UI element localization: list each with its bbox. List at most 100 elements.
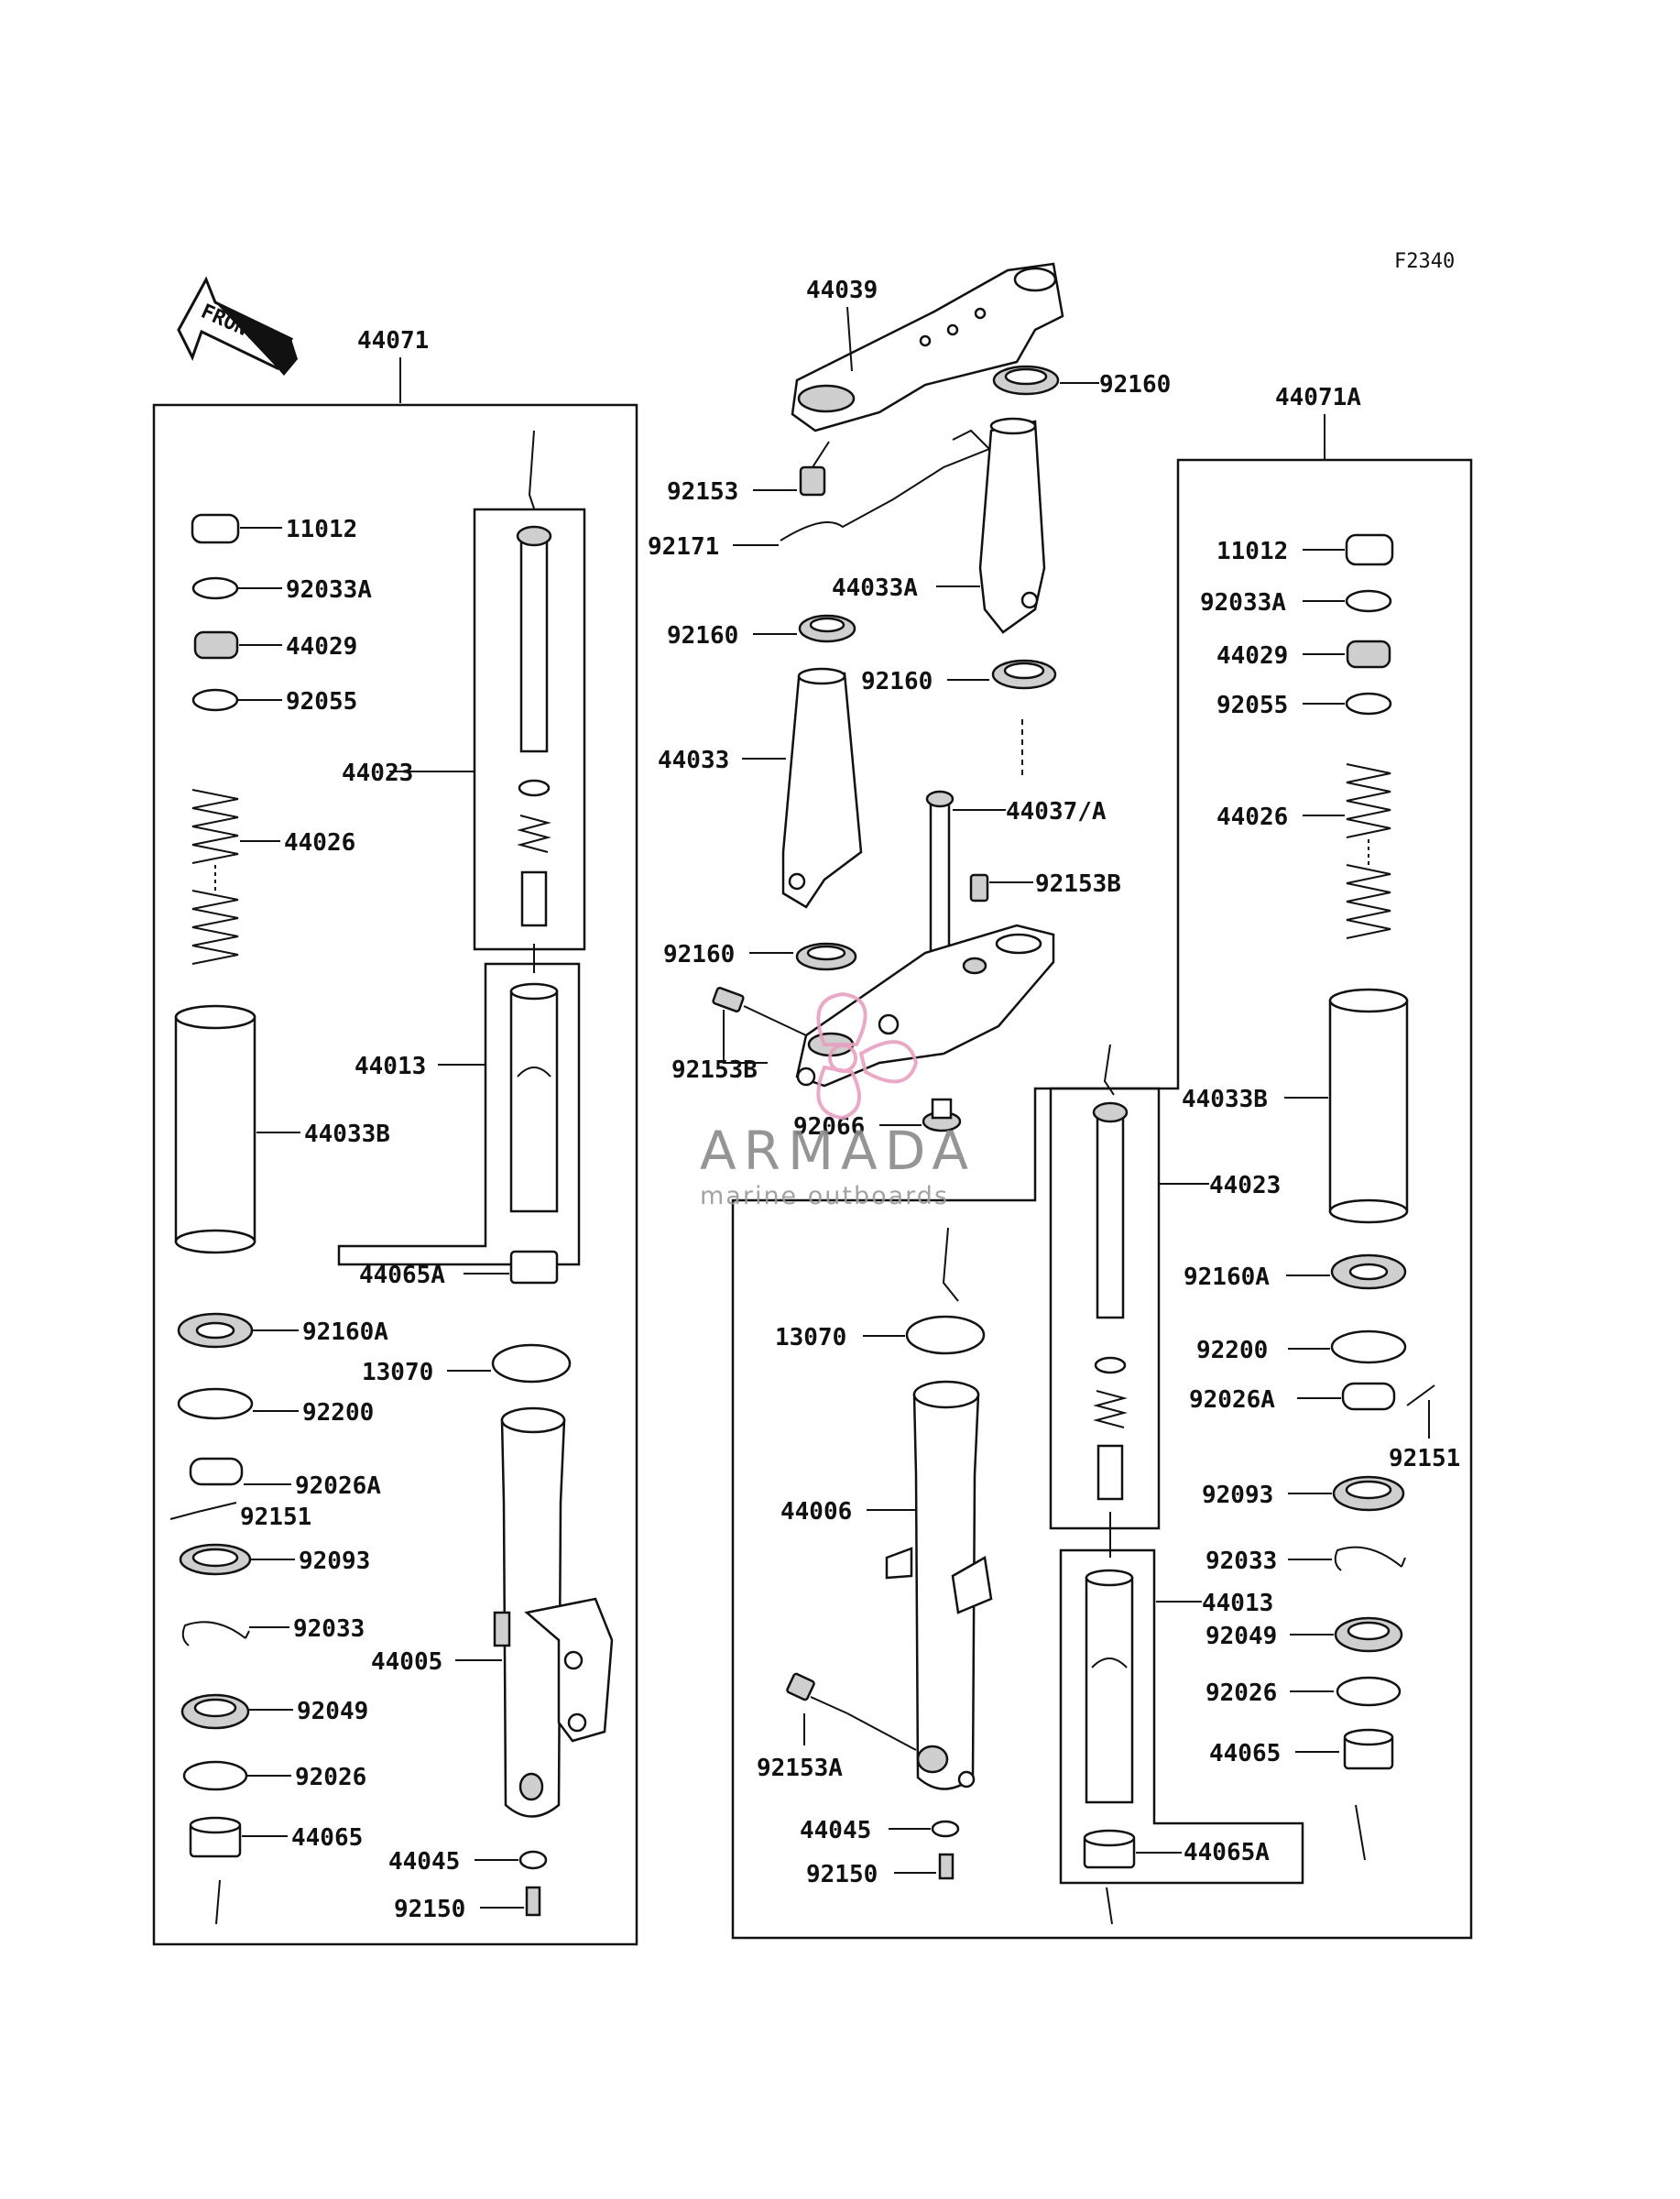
bottom-label-44006: 44006 <box>780 1498 852 1526</box>
washer-icon <box>1330 1329 1407 1364</box>
bolt-icon <box>938 1853 955 1880</box>
bolt-icon <box>712 987 745 1012</box>
bottom-label-92150: 92150 <box>806 1861 878 1888</box>
clamp-icon <box>1341 1382 1396 1411</box>
washer-icon <box>182 1760 248 1791</box>
center-label-44033: 44033 <box>658 747 729 774</box>
snap-ring-icon <box>181 1621 250 1647</box>
center-label-44039: 44039 <box>806 277 878 304</box>
watermark-tagline: marine outboards <box>700 1182 949 1210</box>
oring-icon <box>191 688 239 712</box>
outer-tube-icon <box>174 1004 256 1254</box>
ring-icon <box>905 1315 986 1355</box>
spring-icon <box>1346 763 1391 939</box>
left-label-92093: 92093 <box>299 1548 370 1575</box>
left-label-44023: 44023 <box>342 760 413 787</box>
guide-icon <box>509 1250 559 1285</box>
left-label-92151: 92151 <box>240 1504 311 1531</box>
right-label-44065a: 44065A <box>1184 1839 1270 1866</box>
center-label-92066: 92066 <box>793 1113 865 1141</box>
damper-rod-frame <box>1049 1087 1161 1530</box>
left-label-44033b: 44033B <box>304 1121 390 1148</box>
left-label-92160a: 92160A <box>302 1318 388 1346</box>
gasket-icon <box>518 1850 548 1870</box>
right-label-44029: 44029 <box>1216 642 1288 670</box>
right-assembly: 44071A 11012 92033A 44029 92055 44026 <box>1049 384 1460 1925</box>
center-label-92171: 92171 <box>648 533 719 561</box>
left-label-92033a: 92033A <box>286 576 372 604</box>
right-label-11012: 11012 <box>1216 538 1288 565</box>
plug-icon <box>1346 640 1391 669</box>
left-label-92026: 92026 <box>295 1764 366 1791</box>
center-label-92160-low: 92160 <box>663 941 735 968</box>
right-label-92160a: 92160A <box>1184 1264 1270 1291</box>
right-label-92200: 92200 <box>1196 1337 1268 1364</box>
left-label-13070: 13070 <box>362 1359 433 1386</box>
left-assembly-frame <box>152 403 638 1946</box>
guide-icon <box>189 1816 242 1858</box>
right-label-44026: 44026 <box>1216 804 1288 831</box>
clamp-icon <box>189 1457 244 1486</box>
watermark-brand: ARMADA <box>700 1120 976 1182</box>
piston-pipe-icon <box>1085 1569 1134 1804</box>
guide-icon <box>1083 1829 1136 1869</box>
right-label-92049: 92049 <box>1205 1623 1277 1650</box>
oring-icon <box>1345 589 1392 613</box>
upper-bracket-icon <box>791 262 1064 432</box>
center-label-92160-left: 92160 <box>667 622 738 650</box>
left-label-92200: 92200 <box>302 1399 374 1427</box>
center-label-92153: 92153 <box>667 478 738 506</box>
screw-icon <box>169 1511 199 1520</box>
bottom-case-icon <box>493 1406 614 1818</box>
right-label-92033: 92033 <box>1205 1548 1277 1575</box>
left-label-92150: 92150 <box>394 1896 465 1923</box>
left-assembly: 44071 11012 92033A 44029 92055 44026 <box>152 327 638 1946</box>
right-label-92026: 92026 <box>1205 1679 1277 1707</box>
left-label-44065a: 44065A <box>359 1262 445 1289</box>
damper-rod-icon <box>1092 1101 1129 1501</box>
washer-icon <box>1336 1676 1402 1707</box>
bottom-label-44045: 44045 <box>800 1817 871 1844</box>
bolt-icon <box>525 1886 541 1917</box>
right-label-92033a: 92033A <box>1200 589 1286 617</box>
snap-ring-icon <box>1334 1546 1406 1571</box>
damper-rod-frame <box>473 508 586 951</box>
right-label-92151: 92151 <box>1389 1445 1460 1472</box>
piston-pipe-icon <box>509 982 559 1213</box>
steering-stem-icon <box>795 790 1055 1088</box>
front-arrow-icon: FRONT <box>177 276 298 376</box>
right-label-92093: 92093 <box>1202 1482 1273 1509</box>
right-label-92026a: 92026A <box>1189 1386 1275 1414</box>
right-label-44023: 44023 <box>1209 1172 1281 1199</box>
washer-icon <box>177 1387 254 1420</box>
piston-pipe-frame <box>337 962 581 1266</box>
bolt-icon <box>799 441 830 497</box>
bolt-icon <box>786 1672 848 1714</box>
screw-icon <box>1406 1384 1435 1406</box>
bolt-icon <box>969 873 989 903</box>
fork-cover-icon <box>781 667 863 909</box>
cap-icon <box>1345 533 1394 566</box>
center-label-92153b-top: 92153B <box>1035 870 1121 898</box>
center-label-92160-right: 92160 <box>861 668 933 695</box>
oring-icon <box>191 576 239 600</box>
left-label-44065: 44065 <box>291 1824 363 1852</box>
guide-icon <box>1343 1728 1394 1770</box>
left-group-label: 44071 <box>357 327 429 355</box>
left-label-44026: 44026 <box>284 829 355 857</box>
right-group-label: 44071A <box>1275 384 1361 411</box>
damper-rod-icon <box>516 525 552 927</box>
bottom-label-13070: 13070 <box>775 1324 846 1351</box>
center-label-92153b-low: 92153B <box>671 1056 758 1084</box>
plug-icon <box>922 1098 962 1132</box>
left-label-44029: 44029 <box>286 633 357 661</box>
watermark: ARMADA marine outboards <box>700 991 976 1210</box>
bottom-case-icon <box>885 1380 993 1790</box>
left-label-92055: 92055 <box>286 688 357 716</box>
bottom-assembly: 13070 44006 92153A 44045 92150 <box>731 458 1473 1940</box>
oring-icon <box>1345 692 1392 716</box>
propeller-logo-icon <box>816 991 919 1121</box>
right-label-44033b: 44033B <box>1182 1086 1268 1113</box>
left-label-44013: 44013 <box>355 1053 426 1080</box>
